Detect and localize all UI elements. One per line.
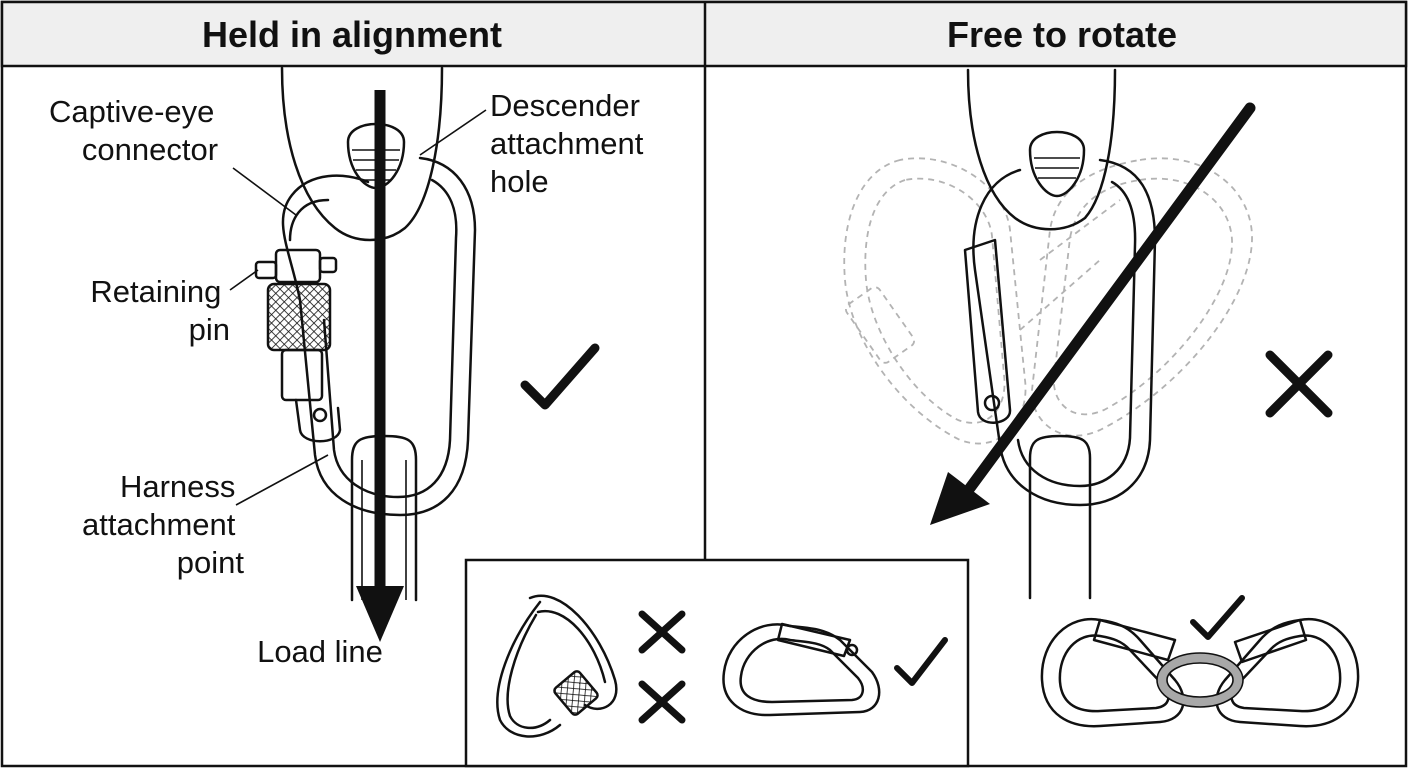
right-descender-plate — [966, 68, 1117, 231]
right-harness-webbing — [1028, 434, 1092, 600]
right-panel-title: Free to rotate — [947, 14, 1177, 55]
label-descender-hole: Descender attachment hole — [490, 88, 652, 199]
label-leaders — [229, 109, 487, 506]
right-cross-mark-icon — [1265, 350, 1333, 418]
descender-plate — [280, 66, 444, 242]
retaining-pin-gate — [254, 248, 342, 443]
inset-check-mark-icon — [894, 637, 948, 686]
label-retaining-pin: Retaining pin — [90, 274, 230, 347]
left-illustration — [229, 66, 600, 642]
linking-ring — [1157, 653, 1243, 707]
label-harness-point: Harness attachment point — [82, 469, 244, 580]
left-check-mark-icon — [520, 343, 600, 410]
captive-eye-carabiner — [281, 156, 477, 517]
inset-screwgate-carabiner — [496, 594, 618, 738]
inset-cross-mark-icon — [638, 610, 686, 654]
label-captive-eye: Captive-eye connector — [49, 94, 223, 167]
right-carabiner — [963, 158, 1157, 507]
inset-cross-mark-icon-2 — [638, 680, 686, 724]
inset-linked-carabiners — [1040, 617, 1360, 728]
inset-pear-carabiner — [722, 622, 881, 717]
load-line-arrow — [356, 90, 404, 642]
label-load-line: Load line — [257, 634, 383, 669]
rotation-arrow — [930, 102, 1256, 525]
left-panel-title: Held in alignment — [202, 14, 502, 55]
right-illustration — [843, 68, 1333, 600]
linked-check-mark-icon — [1190, 595, 1245, 640]
